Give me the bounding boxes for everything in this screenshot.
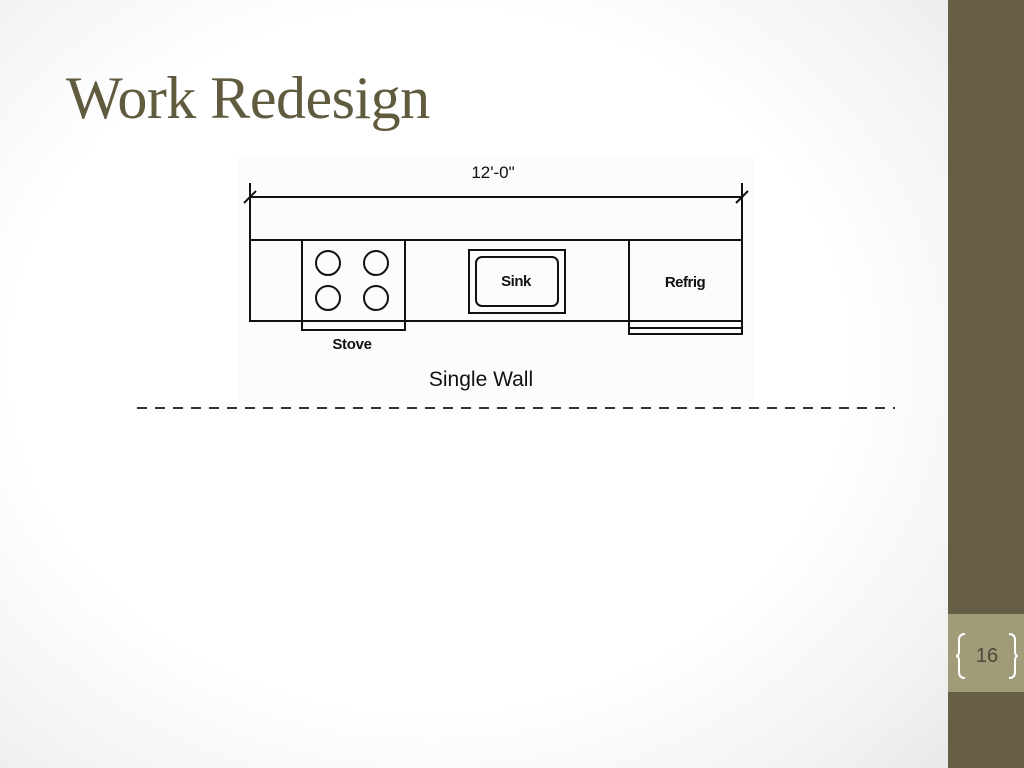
- dimension-right-slash: [735, 190, 749, 204]
- floor-plan-drawing: [243, 183, 749, 335]
- refrigerator-label: Refrig: [664, 274, 706, 291]
- page-number: 16: [975, 645, 999, 667]
- stove: [301, 239, 406, 331]
- right-bracket-icon: [1008, 633, 1019, 679]
- sink-basin: [475, 256, 559, 307]
- diagram-caption: Single Wall: [428, 368, 534, 391]
- burner-icon: [363, 250, 389, 276]
- dimension-label: 12'-0": [471, 163, 515, 182]
- refrigerator: [628, 239, 743, 335]
- sink-label: Sink: [501, 273, 531, 290]
- stove-label: Stove: [332, 336, 372, 353]
- sink-outer: [468, 249, 566, 314]
- burner-icon: [315, 250, 341, 276]
- slide-title: Work Redesign: [66, 65, 430, 131]
- burner-icon: [363, 285, 389, 311]
- left-bracket-icon: [955, 633, 966, 679]
- page-number-brackets-icon: [955, 633, 1019, 679]
- kitchen-floor-plan: 12'-0" Sink Refrig Stove Single Wall: [238, 157, 754, 402]
- page-number-box: [948, 614, 1024, 692]
- dashed-separator: [137, 407, 895, 409]
- burner-icon: [315, 285, 341, 311]
- dimension-left-slash: [243, 190, 257, 204]
